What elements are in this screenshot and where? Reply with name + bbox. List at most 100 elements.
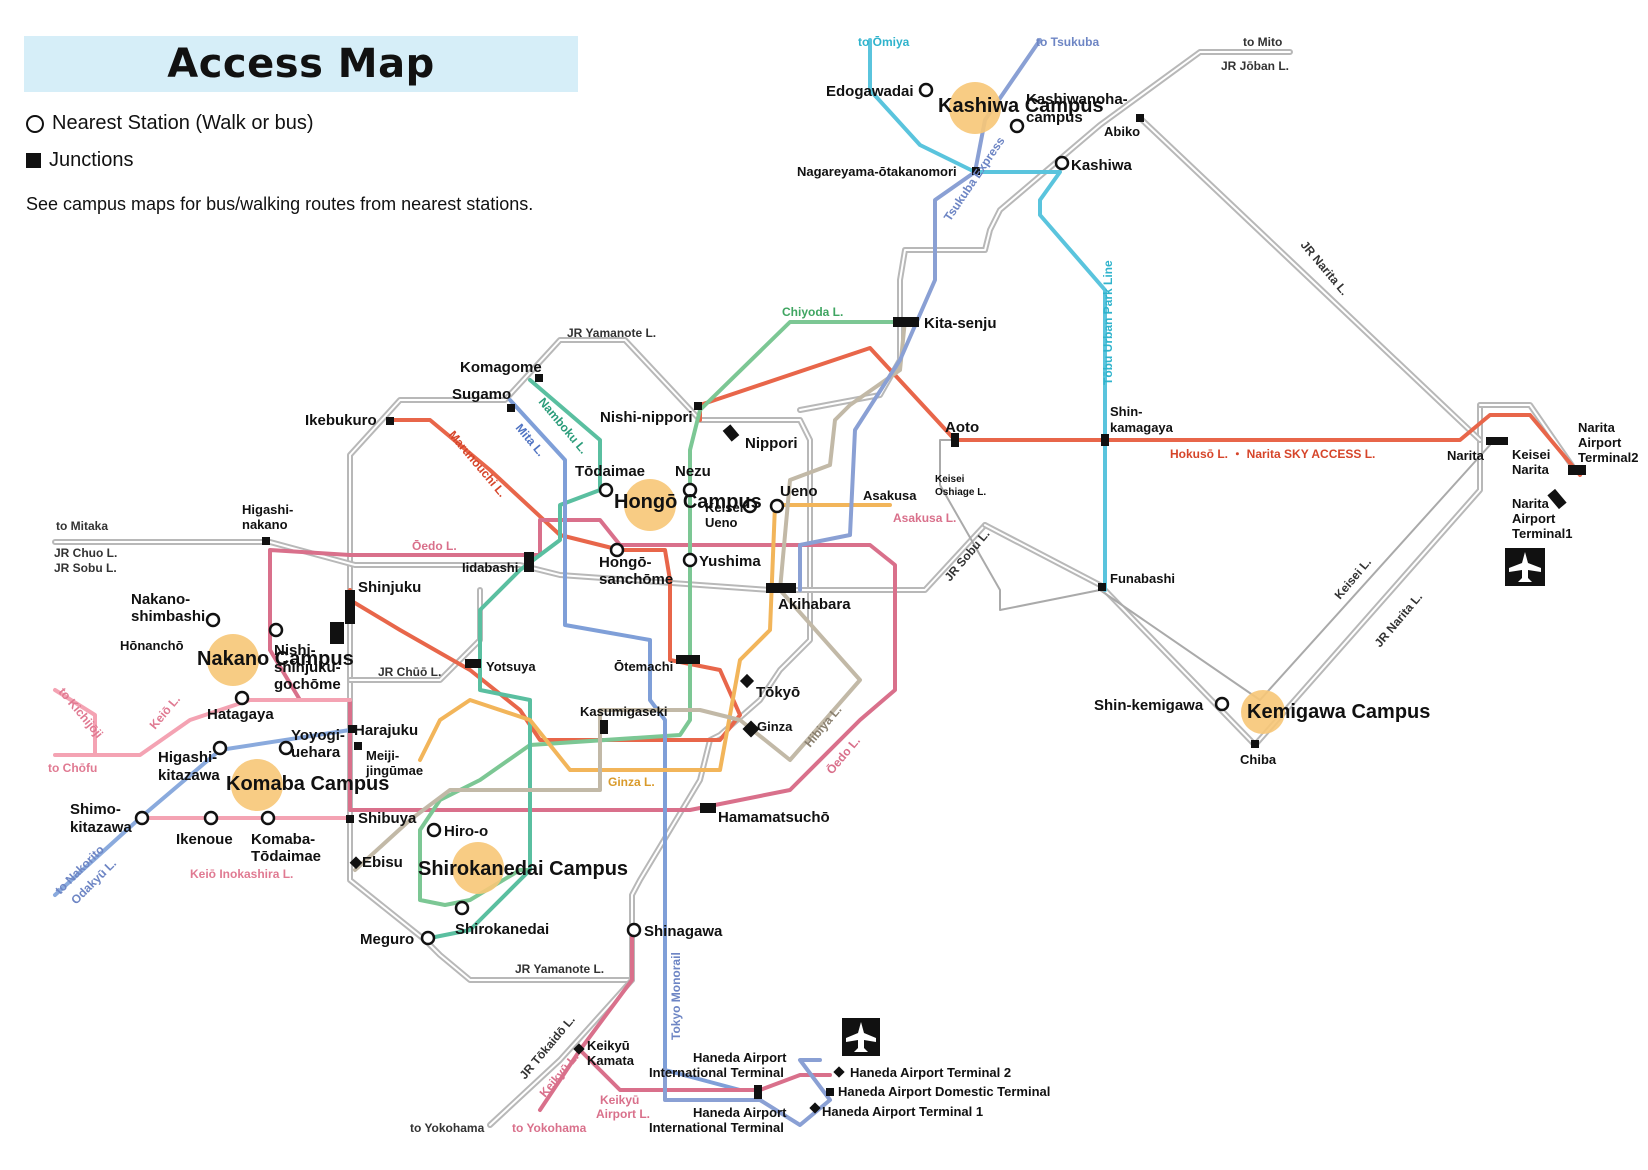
label-to-tsukuba: to Tsukuba bbox=[1036, 35, 1099, 49]
station-label-chiba: Chiba bbox=[1240, 752, 1277, 767]
station-todaimae bbox=[598, 482, 614, 498]
station-keiseiueno bbox=[742, 498, 758, 514]
station-label-nakanoshimbashi-2: shimbashi bbox=[131, 608, 205, 625]
label-hokuso: Hokusō L. ・ Narita SKY ACCESS L. bbox=[1170, 447, 1375, 461]
oedo-line bbox=[268, 518, 897, 812]
label-oedo-right: Ōedo L. bbox=[824, 734, 863, 777]
station-label-shinkamagaya-2: kamagaya bbox=[1110, 420, 1174, 435]
station-label-nrt2-1: Narita bbox=[1578, 420, 1616, 435]
junction-iidabashi bbox=[524, 552, 534, 572]
label-to-kichijoji: to Kichijōji bbox=[56, 685, 106, 741]
station-label-meguro: Meguro bbox=[360, 931, 414, 948]
label-jr-sobu: JR Sobu L. bbox=[54, 561, 117, 575]
label-to-yokohama-jr: to Yokohama bbox=[410, 1121, 485, 1135]
station-higashikitazawa bbox=[212, 740, 228, 756]
junction-harajuku bbox=[348, 725, 356, 733]
junction-keikyukamata bbox=[573, 1043, 585, 1055]
station-label-shimokitazawa-2: kitazawa bbox=[70, 819, 132, 836]
station-label-hndt1: Haneda Airport Terminal 1 bbox=[822, 1104, 983, 1119]
campus-label-hongo: Hongō Campus bbox=[614, 491, 762, 513]
station-label-hndintl1-2: International Terminal bbox=[649, 1065, 784, 1080]
campus-circle-komaba bbox=[231, 759, 283, 811]
station-shimokitazawa bbox=[134, 810, 150, 826]
keio-line bbox=[53, 688, 352, 757]
station-label-iidabashi: Iidabashi bbox=[462, 560, 518, 575]
station-label-nishinippori: Nishi-nippori bbox=[600, 409, 693, 426]
station-label-hndintl2-1: Haneda Airport bbox=[693, 1105, 787, 1120]
station-label-ginza: Ginza bbox=[757, 719, 793, 734]
station-label-todaimae: Tōdaimae bbox=[575, 463, 645, 480]
junction-sugamo bbox=[507, 404, 515, 412]
label-jr-narita-lower: JR Narita L. bbox=[1372, 590, 1426, 650]
junction-akihabara bbox=[766, 583, 796, 593]
campus-circle-kemigawa bbox=[1241, 690, 1285, 734]
junction-shinkamagaya bbox=[1101, 434, 1109, 446]
station-label-nrt1-2: Airport bbox=[1512, 511, 1556, 526]
station-label-meijijingumae-1: Meiji- bbox=[366, 748, 399, 763]
label-tobu-urban: Tōbu Urban Park Line bbox=[1101, 260, 1115, 385]
station-label-higashikitazawa-2: kitazawa bbox=[158, 767, 220, 784]
station-label-yoyogiuehara-2: uehara bbox=[291, 744, 341, 761]
junction-higashinakano bbox=[262, 537, 270, 545]
campus-circle-kashiwa bbox=[949, 82, 1001, 134]
station-label-sugamo: Sugamo bbox=[452, 386, 511, 403]
label-tokyo-monorail: Tokyo Monorail bbox=[669, 952, 683, 1040]
station-label-hiroo: Hiro-o bbox=[444, 823, 488, 840]
keikyu-line bbox=[538, 928, 832, 1112]
junction-ginza bbox=[742, 720, 760, 738]
station-label-shirokanedai: Shirokanedai bbox=[455, 921, 549, 938]
station-shirokanedai bbox=[454, 900, 470, 916]
campus-label-kashiwa: Kashiwa Campus bbox=[938, 95, 1104, 117]
station-label-tokyo: Tōkyō bbox=[756, 684, 800, 701]
station-label-keiseiueno-1: Keisei bbox=[705, 500, 743, 515]
label-oedo-top: Ōedo L. bbox=[412, 539, 457, 553]
station-label-higashinakano-2: nakano bbox=[242, 517, 288, 532]
station-label-hongosanchome-1: Hongō- bbox=[599, 554, 651, 571]
label-to-mitaka: to Mitaka bbox=[56, 519, 108, 533]
station-label-yoyogiuehara-1: Yoyogi- bbox=[291, 727, 345, 744]
junction-ikebukuro bbox=[386, 417, 394, 425]
station-label-keikyukamata-2: Kamata bbox=[587, 1053, 635, 1068]
label-jr-chuo: JR Chuo L. bbox=[54, 546, 117, 560]
station-hongosanchome bbox=[609, 542, 625, 558]
station-label-hamamatsucho: Hamamatsuchō bbox=[718, 809, 830, 826]
legend-junctions-label: Junctions bbox=[49, 149, 134, 171]
tobu-urban-park-line bbox=[868, 38, 1107, 592]
junction-shinjuku2 bbox=[330, 622, 344, 644]
junction-aoto bbox=[951, 433, 959, 447]
station-label-hatagaya: Hatagaya bbox=[207, 706, 274, 723]
junction-abiko bbox=[1136, 114, 1144, 122]
station-nezu bbox=[682, 482, 698, 498]
campus-label-shirokanedai: Shirokanedai Campus bbox=[418, 858, 628, 880]
station-label-kashiwa: Kashiwa bbox=[1071, 157, 1133, 174]
station-label-yotsuya: Yotsuya bbox=[486, 659, 536, 674]
station-yoyogiuehara bbox=[278, 740, 294, 756]
station-shinagawa bbox=[626, 922, 642, 938]
label-to-chofu: to Chōfu bbox=[48, 761, 97, 775]
station-label-yushima: Yushima bbox=[699, 553, 761, 570]
station-kashiwanoha bbox=[1009, 118, 1025, 134]
station-label-komabatodaimae-2: Tōdaimae bbox=[251, 848, 321, 865]
station-label-kashiwanoha-1: Kashiwanoha- bbox=[1026, 91, 1128, 108]
junction-square-icon bbox=[26, 153, 41, 168]
station-label-nrt2-3: Terminal2 bbox=[1578, 450, 1638, 465]
station-label-nrt2-2: Airport bbox=[1578, 435, 1622, 450]
station-label-nishishinjuku-1: Nishi- bbox=[274, 642, 316, 659]
station-kashiwa bbox=[1054, 155, 1070, 171]
station-label-harajuku: Harajuku bbox=[354, 722, 418, 739]
station-label-asakusa: Asakusa bbox=[863, 488, 917, 503]
station-nishishinjuku bbox=[268, 622, 284, 638]
station-label-nishishinjuku-3: gochōme bbox=[274, 676, 341, 693]
junction-shinjuku bbox=[345, 590, 355, 624]
label-keikyu-airport-2: Airport L. bbox=[596, 1107, 650, 1121]
station-label-hndt2: Haneda Airport Terminal 2 bbox=[850, 1065, 1011, 1080]
station-label-shimokitazawa-1: Shimo- bbox=[70, 801, 121, 818]
campus-label-kemigawa: Kemigawa Campus bbox=[1247, 701, 1430, 723]
station-label-komagome: Komagome bbox=[460, 359, 542, 376]
station-label-narita: Narita bbox=[1447, 448, 1485, 463]
station-label-nagareyama: Nagareyama-ōtakanomori bbox=[797, 164, 957, 179]
label-jr-yamanote-top: JR Yamanote L. bbox=[567, 326, 656, 340]
junction-kasumigaseki bbox=[600, 720, 608, 734]
label-jr-joban: JR Jōban L. bbox=[1221, 59, 1289, 73]
station-label-ikebukuro: Ikebukuro bbox=[305, 412, 377, 429]
